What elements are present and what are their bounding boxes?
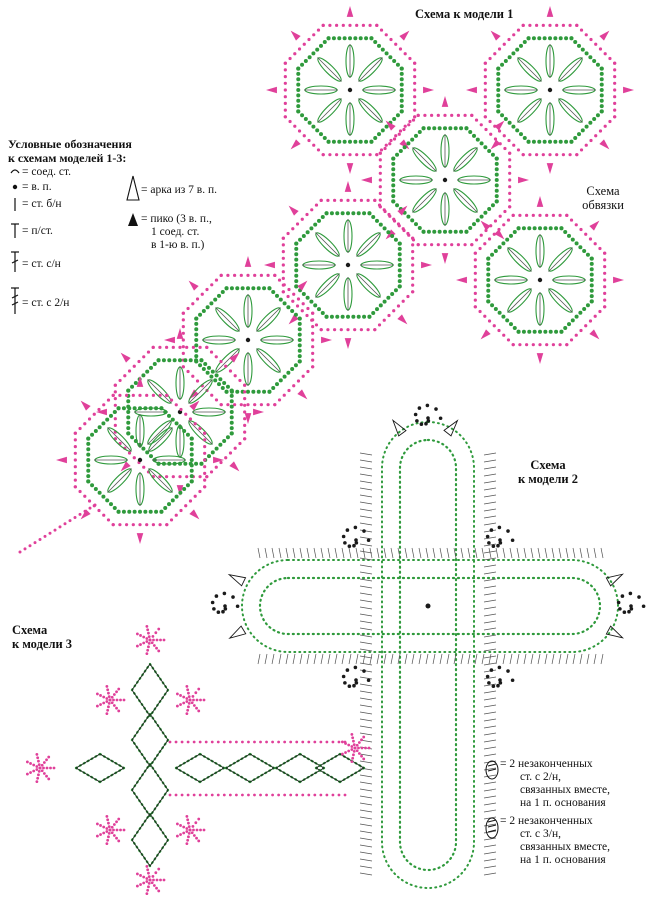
cross-3-body [25, 624, 371, 896]
legend-item-single-crochet: = ст. б/н [22, 198, 62, 210]
legend-arch: = арка из 7 в. п. [141, 184, 218, 196]
legend-title: Условные обозначения к схемам моделей 1-… [8, 137, 132, 165]
legend-title-line-2: к схемам моделей 1-3: [8, 151, 127, 165]
octagon-motif [96, 328, 264, 496]
octagon-motif [456, 196, 624, 364]
model-2-cross [210, 403, 646, 889]
octagon-motif [56, 376, 224, 544]
arch-icon [126, 175, 140, 201]
edging-title-line-1: Схема [586, 184, 620, 198]
cluster-2-icon [485, 760, 499, 780]
legend-picot-line-2: 1 соед. ст. [151, 226, 200, 238]
model-3-title-line-1: Схема [12, 623, 48, 637]
double-crochet-icon [11, 251, 19, 272]
cross-2-body [210, 403, 646, 889]
cluster-3-note-line-3: связанных вместе, [520, 841, 610, 853]
treble-crochet-icon [11, 287, 19, 314]
cluster-2-note-line-2: ст. с 2/н, [520, 771, 561, 783]
model-1-title: Схема к модели 1 [415, 7, 514, 21]
edging-title: Схема обвязки [568, 184, 638, 212]
cluster-2-note-line-1: = 2 незаконченных [500, 758, 593, 770]
octagon-motif [361, 96, 529, 264]
model-2-title: Схема к модели 2 [508, 458, 588, 486]
model-1-octagon-chain [18, 6, 634, 554]
cluster-2-note-line-4: на 1 п. основания [520, 797, 606, 809]
model-3-title: Схема к модели 3 [12, 623, 72, 651]
model-2-title-line-2: к модели 2 [517, 472, 579, 486]
legend-item-slip-stitch: = соед. ст. [22, 166, 72, 178]
cluster-2-note: = 2 незаконченных ст. с 2/н, связанных в… [500, 758, 610, 810]
octagon-motif [466, 6, 634, 174]
cluster-3-note-line-4: на 1 п. основания [520, 854, 606, 866]
legend-title-line-1: Условные обозначения [8, 137, 132, 151]
legend-item-treble: = ст. с 2/н [22, 297, 70, 309]
legend-item-double: = ст. с/н [22, 258, 61, 270]
edging-title-line-2: обвязки [582, 198, 624, 212]
cluster-3-note: = 2 незаконченных ст. с 3/н, связанных в… [500, 815, 610, 867]
cluster-3-icon [485, 817, 499, 839]
cluster-3-note-line-2: ст. с 3/н, [520, 828, 561, 840]
model-3-cross [25, 624, 371, 896]
cluster-2-note-line-3: связанных вместе, [520, 784, 610, 796]
legend-item-half-double: = п/ст. [22, 225, 53, 237]
half-double-crochet-icon [11, 223, 19, 238]
legend-item-chain: = в. п. [22, 181, 52, 193]
legend-icons [10, 169, 499, 839]
chain-dot-icon [12, 184, 18, 190]
octagon-motif [264, 181, 432, 349]
octagon-motif [266, 6, 434, 174]
legend-picot: = пико (3 в. п., 1 соед. ст. в 1-ю в. п.… [141, 213, 212, 252]
octagon-motif [164, 256, 332, 424]
model-3-title-line-2: к модели 3 [12, 637, 73, 651]
cluster-3-note-line-1: = 2 незаконченных [500, 815, 593, 827]
picot-icon [128, 213, 138, 226]
legend-picot-line-1: = пико (3 в. п., [141, 213, 212, 225]
legend-picot-line-3: в 1-ю в. п.) [151, 239, 205, 251]
model-2-title-line-1: Схема [530, 458, 566, 472]
slip-stitch-icon [10, 169, 20, 174]
